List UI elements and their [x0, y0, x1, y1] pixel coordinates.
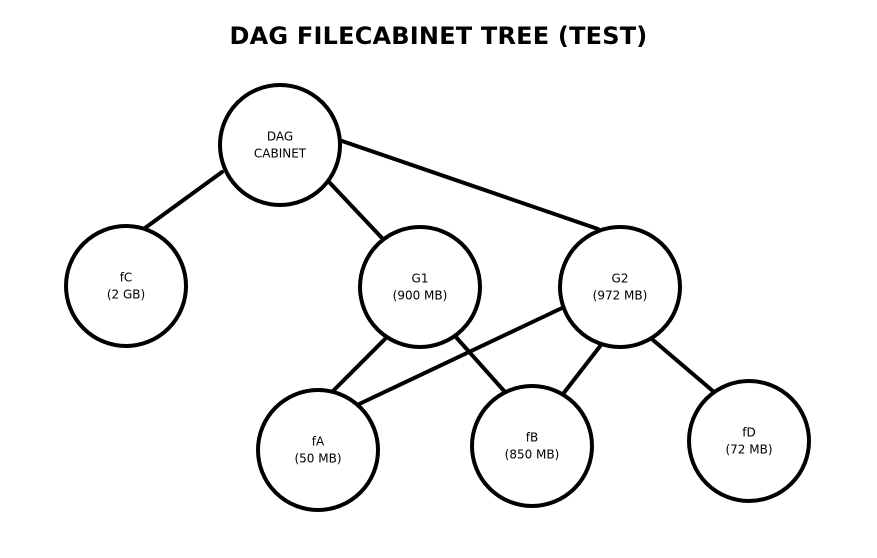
node-fa: fA (50 MB): [256, 388, 380, 512]
node-label-fa-1: (50 MB): [294, 452, 341, 466]
node-circle-cabinet: [218, 83, 342, 207]
edge-g2-fa: [353, 306, 564, 408]
node-label-fd-1: (72 MB): [725, 443, 772, 457]
node-circle-fc: [64, 224, 188, 348]
node-circle-g1: [358, 225, 482, 349]
nodes-layer: DAG CABINET fC (2 GB) G1 (900 MB) G2 (972 MB) fA…: [64, 83, 811, 512]
node-label-g1-0: G1: [412, 272, 429, 286]
edge-cabinet-g1: [328, 181, 384, 240]
edge-g2-fd: [651, 338, 716, 394]
edges-layer: [143, 139, 716, 408]
node-circle-fd: [687, 379, 811, 503]
edge-cabinet-g2: [340, 139, 600, 231]
node-label-g1-1: (900 MB): [393, 289, 448, 303]
node-label-fc-0: fC: [120, 271, 133, 285]
diagram-title: DAG FILECABINET TREE (TEST): [229, 22, 648, 50]
node-g1: G1 (900 MB): [358, 225, 482, 349]
node-fc: fC (2 GB): [64, 224, 188, 348]
node-fb: fB (850 MB): [470, 384, 594, 508]
node-circle-fb: [470, 384, 594, 508]
node-label-fb-0: fB: [526, 431, 538, 445]
node-label-g2-1: (972 MB): [593, 289, 648, 303]
node-circle-fa: [256, 388, 380, 512]
node-label-cabinet-1: CABINET: [254, 147, 307, 161]
node-label-fa-0: fA: [312, 435, 325, 449]
edge-g2-fb: [561, 343, 603, 396]
node-cabinet: DAG CABINET: [218, 83, 342, 207]
node-label-fd-0: fD: [742, 426, 755, 440]
node-label-fb-1: (850 MB): [505, 448, 560, 462]
edge-g1-fa: [330, 337, 387, 394]
node-label-g2-0: G2: [612, 272, 629, 286]
edge-g1-fb: [453, 334, 507, 394]
node-label-cabinet-0: DAG: [267, 130, 293, 144]
node-circle-g2: [558, 225, 682, 349]
node-g2: G2 (972 MB): [558, 225, 682, 349]
node-fd: fD (72 MB): [687, 379, 811, 503]
edge-cabinet-fc: [143, 170, 224, 230]
node-label-fc-1: (2 GB): [107, 288, 145, 302]
